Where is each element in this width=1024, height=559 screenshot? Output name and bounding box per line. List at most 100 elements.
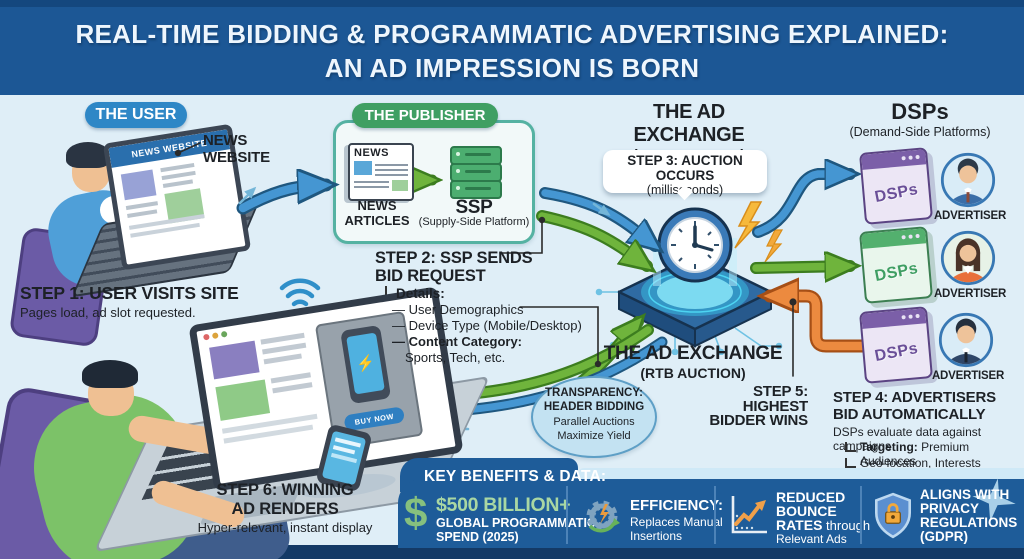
header-banner: REAL-TIME BIDDING & PROGRAMMATIC ADVERTI… — [0, 0, 1024, 95]
step4-bracket2 — [845, 458, 856, 468]
step1-desc: Pages load, ad slot requested. — [20, 305, 196, 320]
ssp-sublabel: (Supply-Side Platform) — [418, 216, 530, 228]
bounce-line3-bold: RATES — [776, 517, 823, 533]
step2-details-bracket — [385, 286, 394, 295]
page-title-line1: REAL-TIME BIDDING & PROGRAMMATIC ADVERTI… — [75, 19, 949, 49]
browser-dot — [220, 330, 228, 338]
laptop2-green-block — [215, 379, 271, 421]
step2-item2: — Device Type (Mobile/Desktop) — [392, 318, 582, 333]
news-articles-label-line2: ARTICLES — [344, 213, 410, 228]
news-articles-icon: NEWS — [348, 143, 414, 201]
transparency-desc-line1: Parallel Auctions — [553, 416, 635, 428]
step3-title: STEP 3: AUCTION OCCURS — [627, 153, 743, 183]
step6-title-line1: STEP 6: WINNING — [216, 481, 354, 499]
ad-buy-now-button: BUY NOW — [343, 406, 406, 432]
step1-title: STEP 1: USER VISITS SITE — [20, 283, 239, 303]
transparency-desc-line2: Maximize Yield — [557, 429, 631, 442]
step4-item2: Geo-location, Interests — [860, 456, 981, 470]
step3-subtitle: (milliseconds) — [646, 183, 724, 197]
efficiency-gear-icon — [586, 500, 620, 533]
page-title-line2: AN AD IMPRESSION IS BORN — [324, 53, 700, 83]
dsps-header-block: DSPs (Demand-Side Platforms) — [840, 99, 1000, 139]
transparency-title-line2: HEADER BIDDING — [543, 400, 645, 413]
transparency-bubble: TRANSPARENCY: HEADER BIDDING Parallel Au… — [531, 376, 657, 458]
laptop1-text-line — [162, 179, 194, 189]
laptop1-ad-block — [120, 169, 157, 201]
advertiser1-label: ADVERTISER — [933, 210, 1007, 222]
transparency-title-line1: TRANSPARENCY: — [545, 387, 643, 399]
efficiency-line1: Replaces Manual — [630, 515, 723, 529]
step6-title-line2: AD RENDERS — [231, 499, 339, 518]
dsp-card-2: DSPs — [858, 226, 934, 304]
advertiser3-label: ADVERTISER — [931, 370, 1005, 382]
exchange-title: THE AD EXCHANGE — [633, 101, 745, 146]
step1-block: STEP 1: USER VISITS SITE Pages load, ad … — [20, 284, 239, 320]
benefits-divider-2 — [714, 486, 716, 544]
browser-dot — [211, 332, 219, 340]
step2-item3-rest: Sports, Tech, etc. — [405, 350, 506, 365]
browser-dot — [202, 333, 210, 341]
bounce-line2: BOUNCE — [776, 503, 837, 519]
privacy-line3: REGULATIONS — [920, 515, 1018, 530]
bounce-line3: RATES through — [776, 518, 870, 533]
benefits-stat-label2: SPEND (2025) — [436, 530, 519, 544]
privacy-line4: (GDPR) — [920, 529, 968, 544]
ad-phone-image: ⚡ — [340, 324, 392, 405]
privacy-line1: ALIGNS WITH — [920, 487, 1010, 502]
bounce-line4: Relevant Ads — [776, 532, 847, 546]
user-hair — [66, 142, 110, 168]
step4-item1: Targeting: Premium Audiences — [860, 440, 1024, 468]
bounce-line1: REDUCED — [776, 489, 846, 505]
news-website-callout-line1: NEWS — [203, 132, 248, 149]
laptop2-text-line — [272, 382, 313, 394]
news-articles-label: NEWS ARTICLES — [342, 198, 412, 228]
step2-item1: — User Demographics — [392, 302, 524, 317]
publisher-section-badge: THE PUBLISHER — [352, 103, 498, 128]
dsp-card-1: DSPs — [858, 147, 934, 225]
phone-text-line — [332, 445, 356, 455]
step6-desc: Hyper-relevant, instant display — [197, 520, 373, 535]
user-section-badge: THE USER — [85, 102, 187, 128]
laptop2-article-block — [209, 340, 260, 380]
dollar-icon: $ — [404, 489, 428, 536]
step4-item1-rest: Premium Audiences — [860, 440, 970, 468]
benefits-stat-value: $500 BILLION+ — [436, 494, 571, 516]
step4-bracket1 — [845, 442, 856, 452]
exchange-subtitle2: (RTB AUCTION) — [640, 365, 746, 381]
step2-title-line1: STEP 2: SSP SENDS — [375, 249, 533, 267]
efficiency-title: EFFICIENCY: — [630, 497, 724, 514]
dsps-title: DSPs — [891, 99, 949, 124]
step6-block: STEP 6: WINNING AD RENDERS Hyper-relevan… — [185, 481, 385, 535]
exchange-title2-block: THE AD EXCHANGE (RTB AUCTION) — [600, 343, 786, 381]
ad-exchange-chip-illustration — [595, 201, 795, 355]
laptop2-text-line — [263, 353, 302, 365]
benefits-top-stripe — [578, 468, 1024, 480]
step4-block: STEP 4: ADVERTISERS BID AUTOMATICALLY DS… — [833, 389, 1024, 453]
news-articles-label-line1: NEWS — [357, 198, 397, 213]
benefits-header: KEY BENEFITS & DATA: — [424, 468, 607, 485]
phone-screen — [321, 430, 367, 486]
step2-title-line2: BID REQUEST — [375, 267, 486, 285]
step2-details-label: Details: — [396, 286, 445, 301]
dsp-card-3: DSPs — [858, 306, 934, 384]
step4-desc: DSPs evaluate data against campaigns — [833, 425, 982, 453]
laptop2-text-line — [270, 372, 311, 384]
advertiser3-avatar — [938, 312, 994, 368]
news-icon-green-block — [392, 180, 408, 191]
advertiser2-label: ADVERTISER — [933, 288, 1007, 300]
user2-hair — [82, 360, 138, 388]
ssp-server-icon — [450, 180, 502, 199]
lightning-bolt-icon: ⚡ — [355, 354, 377, 374]
news-icon-label: NEWS — [354, 147, 389, 159]
dsps-subtitle: (Demand-Side Platforms) — [849, 125, 991, 139]
news-website-callout: NEWS WEBSITE — [203, 132, 270, 166]
step5-line1: STEP 5: — [752, 383, 808, 400]
step5-line2: HIGHEST — [742, 397, 808, 415]
benefits-divider-1 — [566, 486, 568, 544]
laptop1-text-line — [127, 209, 158, 218]
privacy-shield-icon — [875, 492, 911, 539]
step3-bubble: STEP 3: AUCTION OCCURS (milliseconds) — [603, 150, 767, 197]
ad-phone-screen: ⚡ — [346, 332, 385, 395]
benefits-divider-3 — [860, 486, 862, 544]
bounce-line3-rest: through — [822, 518, 871, 533]
